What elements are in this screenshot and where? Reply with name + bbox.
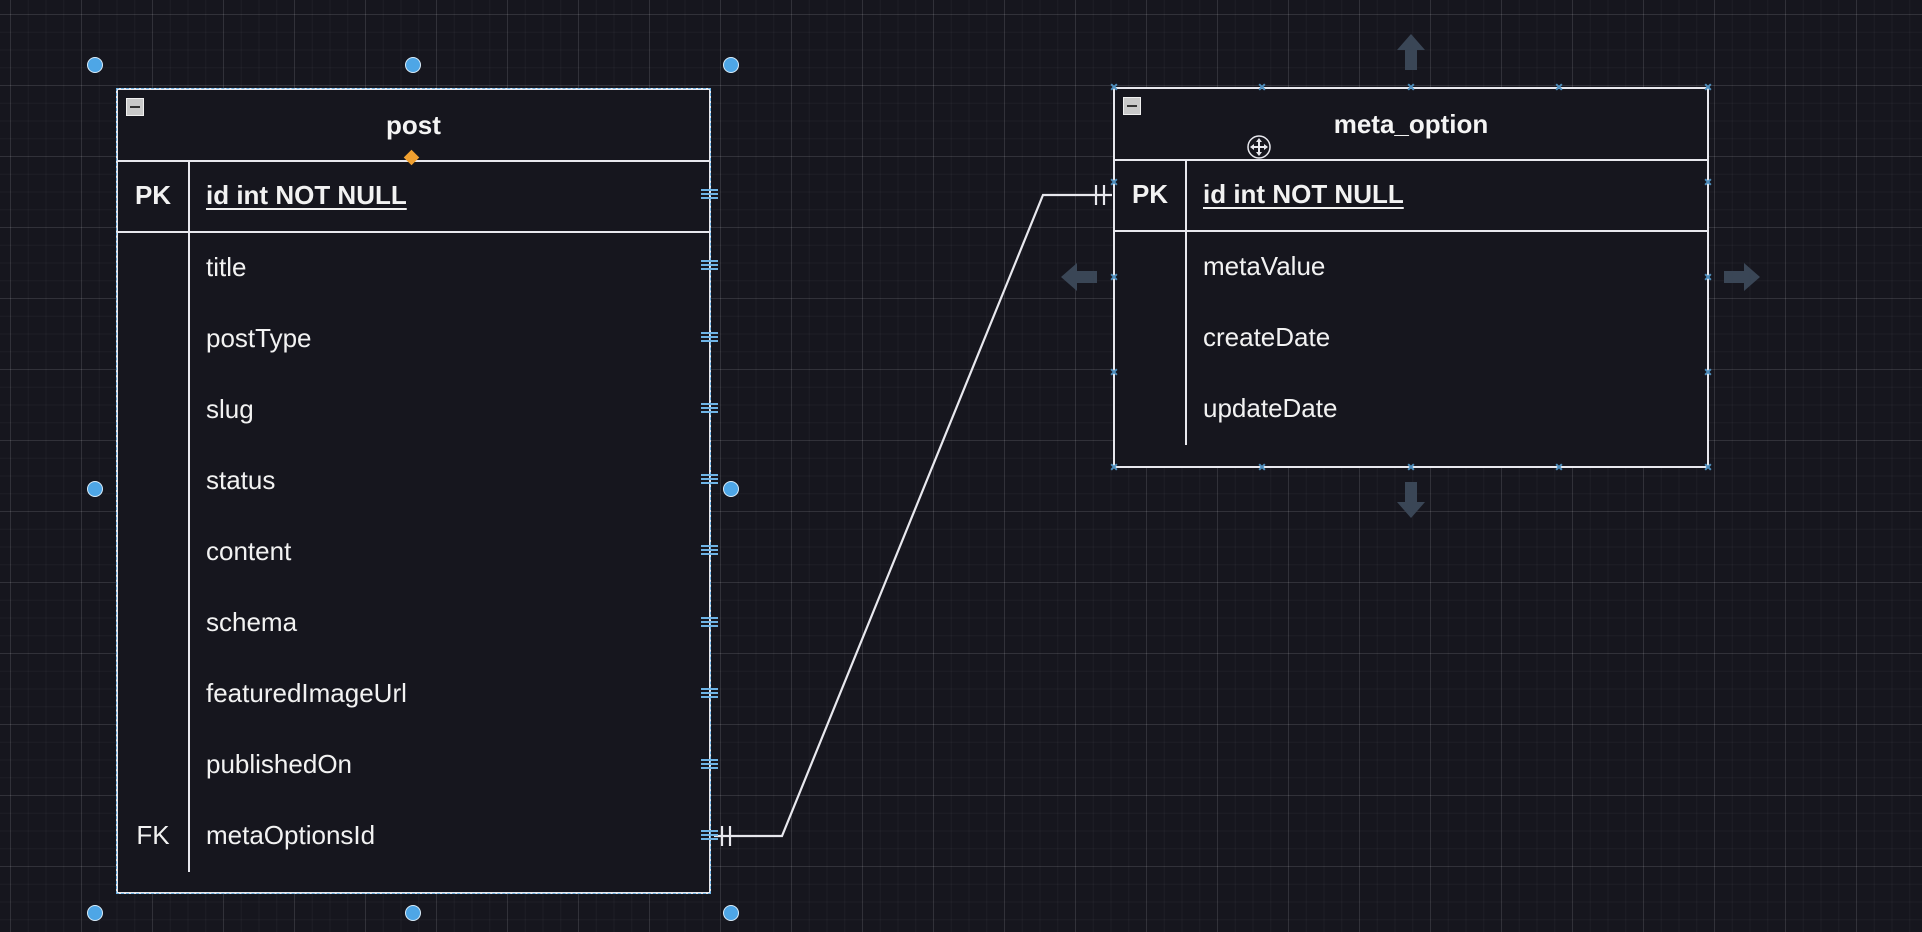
key-label xyxy=(118,587,188,658)
resize-handle-bottom-left[interactable] xyxy=(87,905,103,921)
field-row-status[interactable]: status xyxy=(118,445,709,516)
connection-point-icon[interactable] xyxy=(1110,83,1118,91)
field-row-updatedate[interactable]: updateDate xyxy=(1115,373,1707,444)
connection-port[interactable] xyxy=(701,759,718,769)
key-label xyxy=(118,516,188,587)
field-name-createdate: createDate xyxy=(1203,322,1331,352)
field-name-featuredimageurl: featuredImageUrl xyxy=(206,678,407,708)
resize-handle-bottom-right[interactable] xyxy=(723,905,739,921)
connection-port[interactable] xyxy=(701,332,718,342)
connection-port[interactable] xyxy=(701,830,718,840)
entity-meta-option[interactable]: meta_option PK id int NOT NULL metaValue… xyxy=(1113,87,1709,468)
field-name-schema: schema xyxy=(206,607,298,637)
connection-point-icon[interactable] xyxy=(1704,178,1712,186)
key-label xyxy=(118,232,188,303)
connection-point-icon[interactable] xyxy=(1704,368,1712,376)
field-row-schema[interactable]: schema xyxy=(118,587,709,658)
arrow-left-icon[interactable] xyxy=(1057,255,1101,299)
arrow-right-icon[interactable] xyxy=(1720,255,1764,299)
field-row-metaoptionsid[interactable]: FK metaOptionsId xyxy=(118,800,709,871)
key-label xyxy=(118,658,188,729)
field-row-publishedon[interactable]: publishedOn xyxy=(118,729,709,800)
entity-title-meta-option: meta_option xyxy=(1333,108,1489,139)
connection-point-icon[interactable] xyxy=(1555,83,1563,91)
connection-point-icon[interactable] xyxy=(1704,83,1712,91)
move-icon xyxy=(1247,135,1271,159)
field-name-metaoptionsid: metaOptionsId xyxy=(206,820,376,850)
field-name-publishedon: publishedOn xyxy=(206,749,352,779)
connection-point-icon[interactable] xyxy=(1110,463,1118,471)
field-row-posttype[interactable]: postType xyxy=(118,303,709,374)
connection-point-icon[interactable] xyxy=(1555,463,1563,471)
arrow-down-icon[interactable] xyxy=(1389,478,1433,522)
field-row-id[interactable]: PK id int NOT NULL xyxy=(118,160,709,233)
field-row-featuredimageurl[interactable]: featuredImageUrl xyxy=(118,658,709,729)
field-row-slug[interactable]: slug xyxy=(118,374,709,445)
field-name-metavalue: metaValue xyxy=(1203,251,1326,281)
connection-point-icon[interactable] xyxy=(1704,273,1712,281)
connection-port[interactable] xyxy=(701,617,718,627)
connection-port[interactable] xyxy=(701,403,718,413)
resize-handle-top-right[interactable] xyxy=(723,57,739,73)
key-label xyxy=(118,303,188,374)
resize-handle-top[interactable] xyxy=(405,57,421,73)
arrow-up-icon[interactable] xyxy=(1389,30,1433,74)
connection-point-icon[interactable] xyxy=(1110,273,1118,281)
field-name-slug: slug xyxy=(206,394,254,424)
key-label-pk: PK xyxy=(134,180,172,210)
field-name-id: id int NOT NULL xyxy=(1203,179,1404,209)
field-name-status: status xyxy=(206,465,276,495)
entity-post[interactable]: post PK id int NOT NULL title postType s… xyxy=(116,88,711,894)
connection-point-icon[interactable] xyxy=(1110,368,1118,376)
key-label-pk: PK xyxy=(1131,179,1169,209)
key-label xyxy=(1115,231,1185,302)
key-label xyxy=(1115,373,1185,444)
field-row-metavalue[interactable]: metaValue xyxy=(1115,231,1707,302)
field-name-content: content xyxy=(206,536,292,566)
field-row-title[interactable]: title xyxy=(118,232,709,303)
connection-port[interactable] xyxy=(701,545,718,555)
resize-handle-right[interactable] xyxy=(723,481,739,497)
key-label xyxy=(1115,302,1185,373)
connection-port[interactable] xyxy=(701,189,718,199)
field-row-createdate[interactable]: createDate xyxy=(1115,302,1707,373)
key-label xyxy=(118,374,188,445)
connection-port[interactable] xyxy=(701,474,718,484)
resize-handle-top-left[interactable] xyxy=(87,57,103,73)
entity-header-meta-option[interactable]: meta_option xyxy=(1115,89,1707,161)
field-name-posttype: postType xyxy=(206,323,312,353)
field-name-title: title xyxy=(206,252,247,282)
entity-title-post: post xyxy=(386,109,441,140)
resize-handle-left[interactable] xyxy=(87,481,103,497)
key-label xyxy=(118,729,188,800)
key-column-divider xyxy=(1185,159,1187,445)
collapse-icon[interactable] xyxy=(1123,97,1141,115)
connection-point-icon[interactable] xyxy=(1407,83,1415,91)
connection-port[interactable] xyxy=(701,688,718,698)
field-name-updatedate: updateDate xyxy=(1203,393,1338,423)
connection-point-icon[interactable] xyxy=(1258,463,1266,471)
field-row-content[interactable]: content xyxy=(118,516,709,587)
relationship-edge[interactable] xyxy=(714,193,1112,838)
connection-point-icon[interactable] xyxy=(1258,83,1266,91)
connection-point-icon[interactable] xyxy=(1407,463,1415,471)
field-row-id[interactable]: PK id int NOT NULL xyxy=(1115,159,1707,232)
key-label xyxy=(118,445,188,516)
key-label-fk: FK xyxy=(136,820,170,850)
field-name-id: id int NOT NULL xyxy=(206,180,407,210)
connection-point-icon[interactable] xyxy=(1110,178,1118,186)
connection-point-icon[interactable] xyxy=(1704,463,1712,471)
collapse-icon[interactable] xyxy=(126,98,144,116)
resize-handle-bottom[interactable] xyxy=(405,905,421,921)
connection-port[interactable] xyxy=(701,260,718,270)
key-column-divider xyxy=(188,160,190,872)
